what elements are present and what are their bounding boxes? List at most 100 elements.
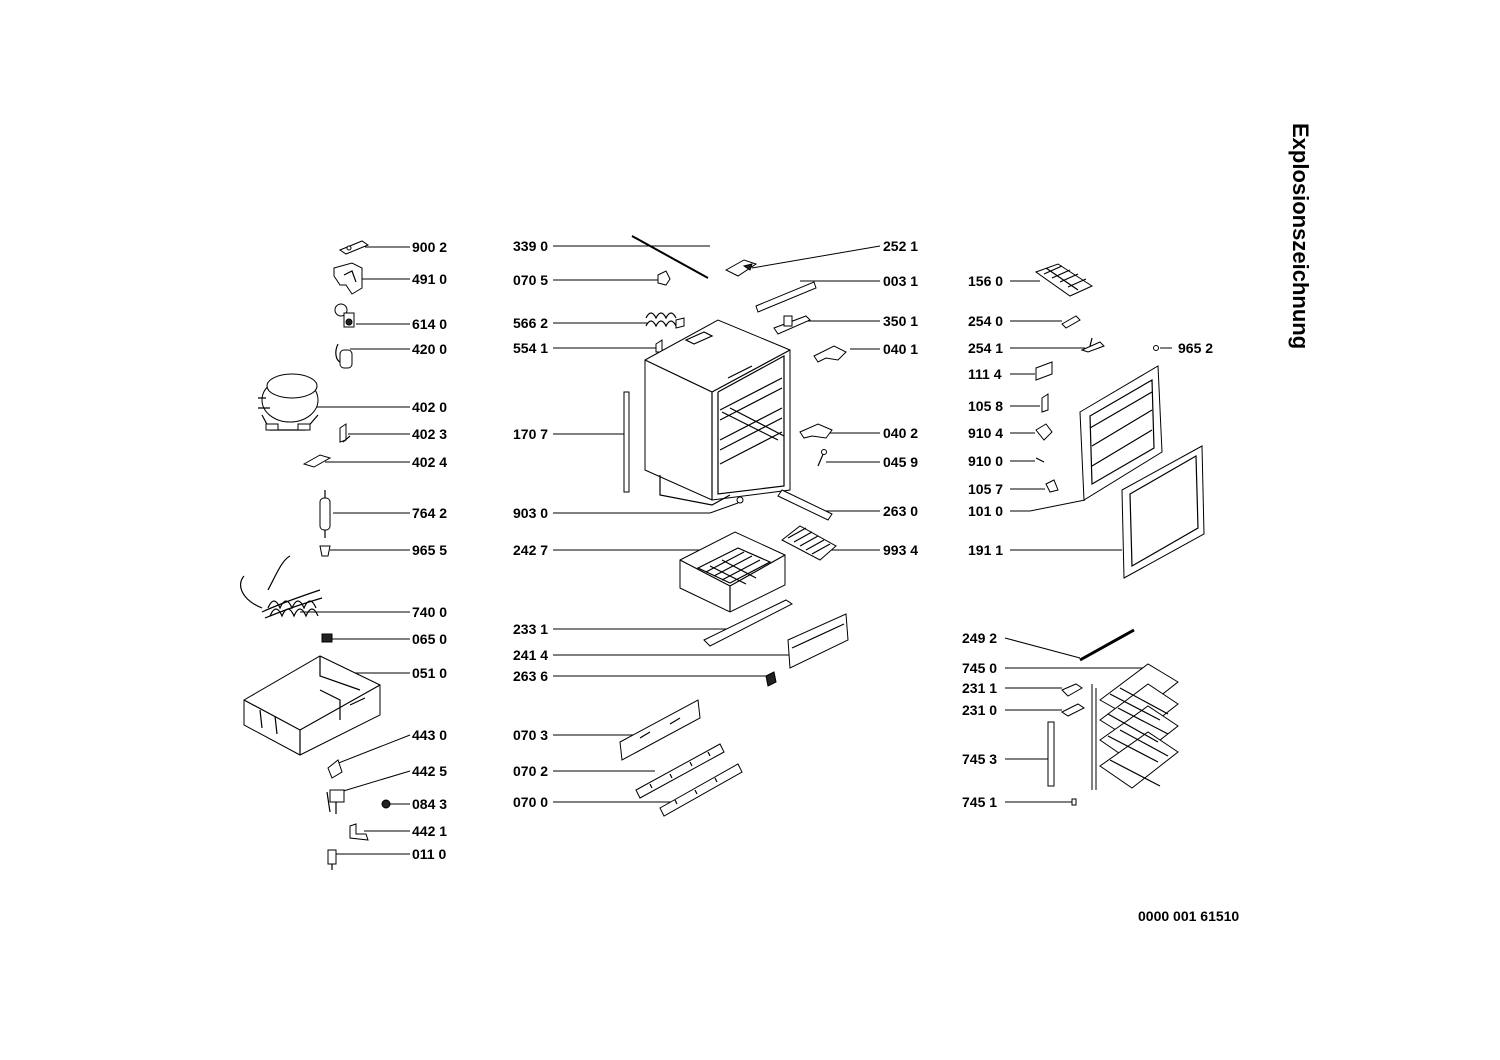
- part-label: 442 1: [412, 823, 448, 839]
- part-170-7-strip: [623, 391, 630, 493]
- part-442-5-thermostat: [326, 789, 345, 814]
- part-442-1-holder: [349, 823, 369, 841]
- part-label: 566 2: [513, 315, 549, 331]
- part-070-2-trim: [635, 743, 725, 799]
- part-label: 263 0: [883, 503, 919, 519]
- part-label: 402 3: [412, 426, 448, 442]
- part-label: 040 1: [883, 341, 919, 357]
- part-566-2-coil: [645, 312, 685, 329]
- part-label: 111 4: [968, 366, 1002, 382]
- part-label: 745 0: [962, 660, 998, 676]
- part-231-1-clip: [1061, 683, 1083, 697]
- part-910-0-screw: [1035, 457, 1045, 463]
- part-label: 105 7: [968, 481, 1004, 497]
- part-065-0-clip: [321, 633, 333, 643]
- part-339-0-rod: [631, 235, 709, 279]
- part-910-4-latch: [1035, 423, 1053, 441]
- part-label: 249 2: [962, 630, 998, 646]
- part-label: 252 1: [883, 238, 919, 254]
- part-070-5-cap: [657, 270, 671, 286]
- part-350-1-hinge-cover: [773, 315, 811, 335]
- part-label: 254 0: [968, 313, 1004, 329]
- part-249-2-rod: [1079, 628, 1135, 662]
- part-label: 910 4: [968, 425, 1004, 441]
- part-903-0-plug: [736, 496, 744, 504]
- part-label: 339 0: [513, 238, 549, 254]
- part-233-1-handle: [703, 599, 793, 647]
- leader-lines: [300, 245, 1172, 855]
- part-label: 903 0: [513, 505, 549, 521]
- part-label: 101 0: [968, 503, 1004, 519]
- part-105-8-catch: [1041, 393, 1049, 413]
- part-111-4-hinge: [1035, 361, 1053, 381]
- part-491-0-cover: [333, 262, 363, 295]
- part-105-7-bolt: [1045, 479, 1059, 493]
- part-label: 740 0: [412, 604, 448, 620]
- part-402-0-compressor: [258, 373, 319, 431]
- part-745-0-shelf-rack: [1091, 663, 1179, 790]
- drawing-title: Explosionszeichnung: [1288, 123, 1313, 350]
- part-label: 170 7: [513, 426, 549, 442]
- part-label: 241 4: [513, 647, 549, 663]
- part-label: 910 0: [968, 453, 1004, 469]
- part-label: 040 2: [883, 425, 919, 441]
- part-051-0-base-tray: [243, 655, 381, 756]
- part-402-3-bracket: [339, 423, 351, 443]
- part-label: 156 0: [968, 273, 1004, 289]
- part-label: 051 0: [412, 665, 448, 681]
- part-label: 965 5: [412, 542, 448, 558]
- part-965-2-screw: [1153, 345, 1159, 351]
- part-101-0-door: [1079, 365, 1163, 501]
- part-040-1-hinge: [813, 345, 847, 363]
- part-011-0-foot: [327, 849, 337, 870]
- part-label: 045 9: [883, 454, 919, 470]
- part-label: 231 1: [962, 680, 998, 696]
- part-003-1-rail: [755, 281, 817, 313]
- part-label: 442 5: [412, 763, 448, 779]
- part-045-9-pin: [817, 449, 827, 467]
- part-label: 070 3: [513, 727, 549, 743]
- part-554-1-sensor-clip: [655, 339, 663, 353]
- part-label: 084 3: [412, 796, 448, 812]
- part-263-6-stop: [765, 671, 777, 687]
- part-label: 614 0: [412, 316, 448, 332]
- part-231-0-clip: [1061, 703, 1085, 717]
- part-label: 105 8: [968, 398, 1004, 414]
- part-label: 993 4: [883, 542, 919, 558]
- part-263-0-guide: [777, 489, 833, 521]
- cabinet-body: [644, 319, 791, 506]
- part-label: 233 1: [513, 621, 549, 637]
- part-764-2-drier: [319, 490, 331, 538]
- part-label: 402 4: [412, 454, 448, 470]
- part-label: 070 2: [513, 763, 549, 779]
- part-614-0-relay: [334, 303, 355, 328]
- part-label: 402 0: [412, 399, 448, 415]
- part-label: 231 0: [962, 702, 998, 718]
- part-745-3-rail: [1047, 721, 1055, 787]
- part-label: 070 0: [513, 794, 549, 810]
- part-745-1-stop: [1071, 798, 1077, 806]
- part-label: 554 1: [513, 340, 549, 356]
- part-156-0-ice-tray: [1034, 263, 1094, 297]
- part-label: 965 2: [1178, 340, 1214, 356]
- part-label: 065 0: [412, 631, 448, 647]
- part-084-3-knob: [381, 799, 391, 809]
- part-241-4-panel: [787, 613, 849, 669]
- part-label: 263 6: [513, 668, 549, 684]
- part-label: 191 1: [968, 542, 1004, 558]
- part-420-0-capacitor: [335, 343, 353, 369]
- part-900-2-sensor: [338, 240, 370, 255]
- part-254-0-hinge-pin: [1061, 315, 1081, 329]
- part-label: 070 5: [513, 272, 549, 288]
- part-label: 350 1: [883, 313, 919, 329]
- part-label: 420 0: [412, 341, 448, 357]
- part-label: 443 0: [412, 727, 448, 743]
- part-242-7-drawer: [679, 531, 786, 613]
- part-label: 745 3: [962, 751, 998, 767]
- part-070-3-trim: [619, 699, 701, 761]
- part-label: 900 2: [412, 239, 448, 255]
- part-191-1-gasket: [1121, 445, 1205, 579]
- part-label: 745 1: [962, 794, 998, 810]
